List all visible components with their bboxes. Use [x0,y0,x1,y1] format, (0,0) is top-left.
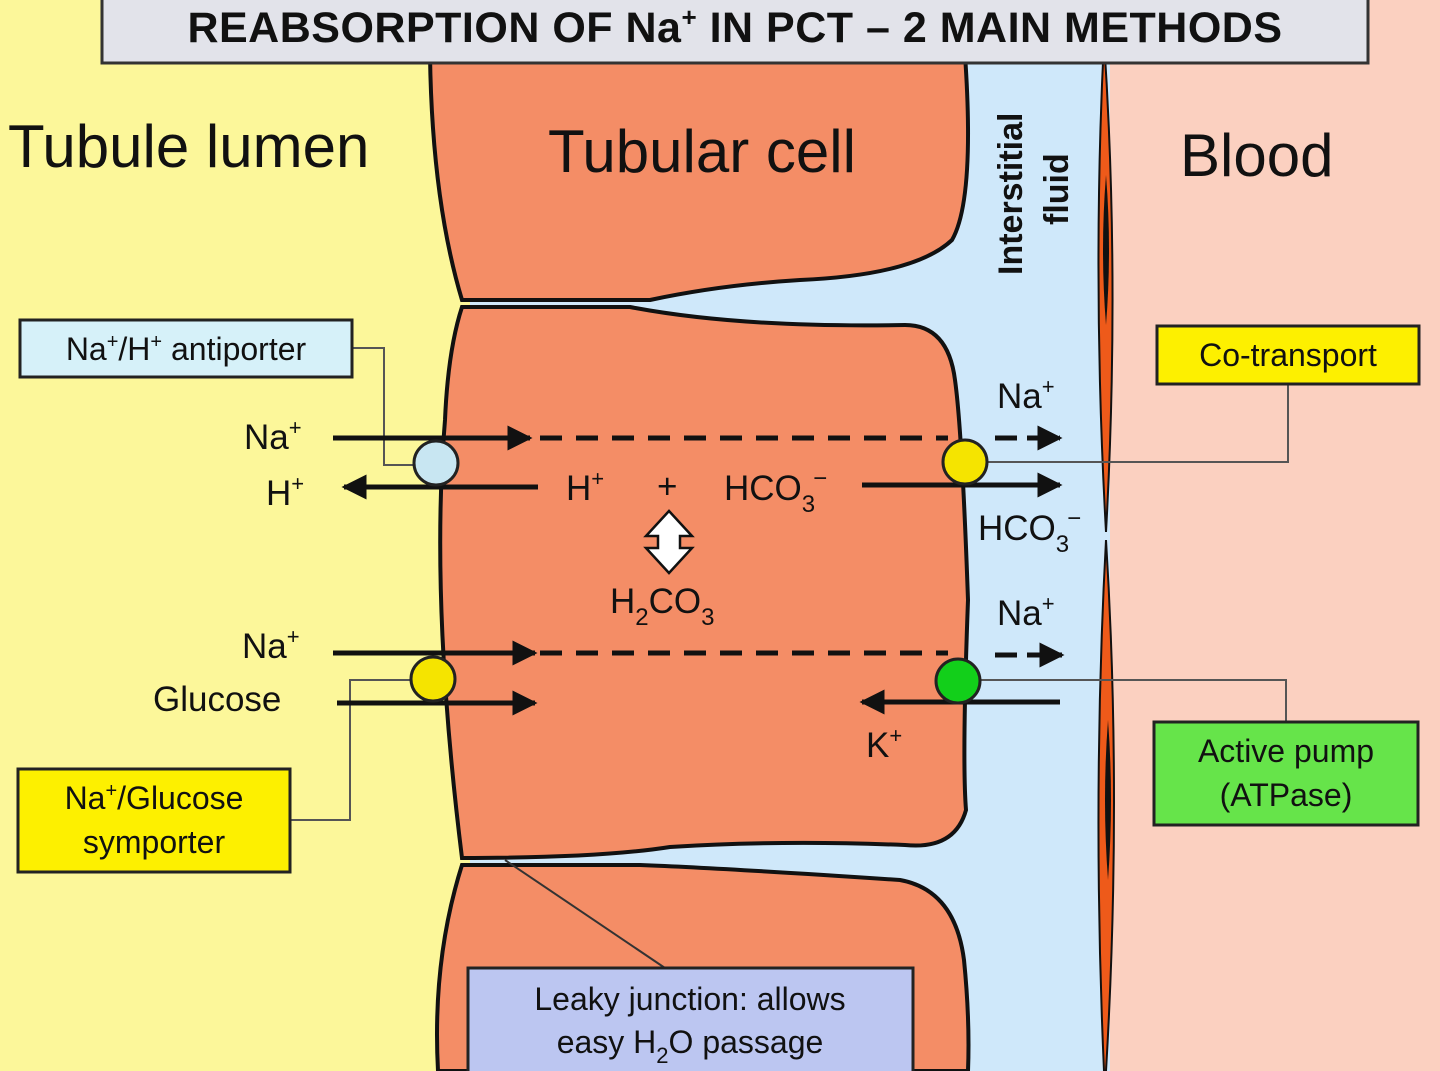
blood-region [1110,0,1440,1071]
capillary-endothelial-nucleus-upper [1103,175,1109,325]
tubule-lumen-region [0,0,470,1071]
pump-leader-line [958,679,1287,722]
hco3-cell-label: HCO3− [724,465,827,518]
tubular-cell-label: Tubular cell [548,118,856,185]
antiporter-leader-line [352,347,434,466]
tubule-lumen-label: Tubule lumen [8,113,369,180]
na-interstitial-label-lower: Na+ [997,591,1055,633]
na-interstitial-label-upper: Na+ [997,374,1055,416]
plus-operator: + [657,467,677,506]
symporter-label: Na+/Glucose [65,780,244,816]
title-box [100,0,1370,65]
antiporter-label: Na+/H+ antiporter [66,331,307,367]
symporter-label-line2: symporter [83,824,226,860]
leaky-junction-label-line2: easy H2O passage [557,1024,824,1068]
glucose-lumen-label: Glucose [153,680,281,719]
page-title: REABSORPTION OF Na+ IN PCT – 2 MAIN METH… [187,2,1282,52]
equilibrium-double-arrow [643,509,695,575]
cotransport-box [1155,324,1421,386]
na-lumen-label-upper: Na+ [244,415,302,457]
tubular-cell-upper [427,53,971,302]
k-cell-label: K+ [866,723,902,765]
leaky-junction-label: Leaky junction: allows [534,981,845,1017]
leaky-junction-box [466,966,915,1071]
cotransport-label: Co-transport [1199,337,1377,373]
atpase-pump-channel-icon [934,657,982,705]
tubular-cell-middle [438,305,971,861]
atpase-pump-label-line2: (ATPase) [1220,777,1353,813]
symporter-leader-line [290,679,434,821]
symporter-channel-icon [409,655,457,703]
atpase-pump-label: Active pump [1198,733,1374,769]
leaky-junction-leader-line [504,859,666,969]
symporter-box [16,767,292,874]
cotransport-channel-icon [941,438,989,486]
antiporter-box [18,318,354,379]
h-cell-label: H+ [566,466,604,508]
atpase-pump-box [1152,720,1420,827]
capillary-endothelial-nucleus-lower [1105,720,1111,880]
blood-label: Blood [1180,122,1333,189]
na-lumen-label-lower: Na+ [242,624,300,666]
cotransport-leader-line [965,385,1289,463]
antiporter-channel-icon [412,439,460,487]
h2co3-label: H2CO3 [610,582,715,631]
hco3-interstitial-label: HCO3− [978,505,1081,558]
h-lumen-label: H+ [266,471,304,513]
